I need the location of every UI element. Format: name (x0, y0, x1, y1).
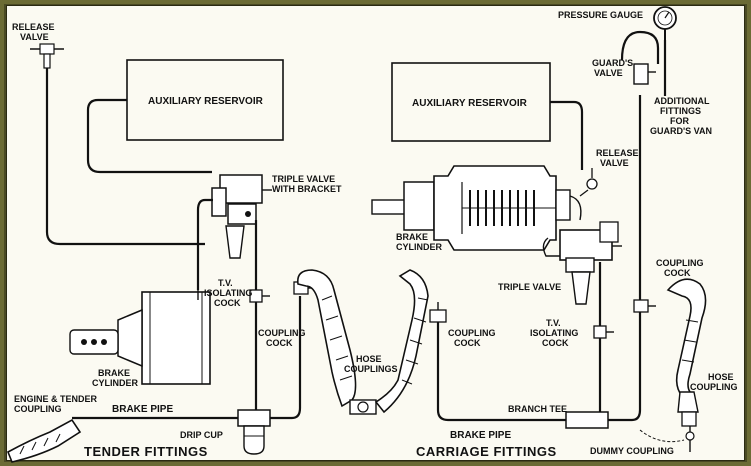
label-hose-coupling-right: HOSE COUPLING (690, 372, 738, 392)
tv-isolating-cock-right (593, 325, 614, 339)
label-aux-reservoir-right: AUXILIARY RESERVOIR (412, 98, 528, 109)
hose-left-ribs (321, 295, 353, 381)
svg-text:RELEASE: RELEASE (596, 148, 639, 158)
engine-hose-ribs (19, 433, 61, 455)
svg-text:RELEASE: RELEASE (12, 22, 55, 32)
svg-text:T.V.: T.V. (218, 278, 233, 288)
triple-valve-left-pipe (196, 198, 213, 290)
svg-text:VALVE: VALVE (600, 158, 629, 168)
svg-text:BRAKE: BRAKE (396, 232, 428, 242)
label-engine-tender-coupling: ENGINE & TENDER COUPLING (14, 394, 98, 414)
svg-text:ENGINE & TENDER: ENGINE & TENDER (14, 394, 98, 404)
reservoir-left-pipe (86, 98, 212, 174)
svg-text:COUPLINGS: COUPLINGS (344, 364, 398, 374)
label-brake-pipe-right: BRAKE PIPE (450, 430, 511, 441)
svg-text:FITTINGS: FITTINGS (660, 106, 701, 116)
pressure-gauge (653, 6, 677, 40)
label-coupling-cock-mid: COUPLING COCK (448, 328, 496, 348)
brake-cylinder-right (371, 165, 582, 251)
branch-tee (565, 406, 609, 429)
svg-text:COCK: COCK (664, 268, 691, 278)
label-triple-valve-bracket: TRIPLE VALVE WITH BRACKET (272, 174, 342, 194)
svg-text:WITH BRACKET: WITH BRACKET (272, 184, 342, 194)
label-brake-cylinder-left: BRAKE CYLINDER (92, 368, 139, 388)
label-tv-isolating-right: T.V. ISOLATING COCK (530, 318, 578, 348)
label-triple-valve-right: TRIPLE VALVE (498, 282, 561, 292)
brake-cylinder-left (69, 291, 211, 385)
svg-text:COCK: COCK (542, 338, 569, 348)
label-coupling-cock-left: COUPLING COCK (258, 328, 306, 348)
svg-text:HOSE: HOSE (708, 372, 734, 382)
svg-text:ISOLATING: ISOLATING (530, 328, 578, 338)
label-drip-cup: DRIP CUP (180, 430, 223, 440)
svg-text:COUPLING: COUPLING (690, 382, 738, 392)
hose-mid-ribs (401, 297, 429, 385)
label-carriage-fittings: CARRIAGE FITTINGS (416, 444, 557, 459)
release-valve-left (30, 43, 64, 69)
diagram-paper (6, 5, 745, 461)
reservoir-right-pipe (550, 100, 584, 170)
svg-text:ISOLATING: ISOLATING (204, 288, 252, 298)
label-dummy-coupling: DUMMY COUPLING (590, 446, 674, 456)
dummy-coupling (639, 391, 699, 452)
svg-text:COUPLING: COUPLING (14, 404, 62, 414)
drip-cup (237, 409, 271, 455)
label-brake-pipe-left: BRAKE PIPE (112, 404, 173, 415)
svg-text:CYLINDER: CYLINDER (396, 242, 443, 252)
svg-text:FOR: FOR (670, 116, 689, 126)
label-release-valve-left: RELEASE VALVE (12, 22, 55, 42)
hose-coupling-left (296, 269, 357, 408)
label-coupling-cock-right: COUPLING COCK (656, 258, 704, 278)
brake-pipe-carriage-2 (608, 320, 642, 422)
svg-text:BRAKE: BRAKE (98, 368, 130, 378)
label-release-valve-right: RELEASE VALVE (596, 148, 639, 168)
hose-coupling-right (666, 278, 707, 398)
svg-text:COCK: COCK (214, 298, 241, 308)
svg-text:VALVE: VALVE (594, 68, 623, 78)
triple-valve-left (211, 174, 272, 259)
coupling-cock-mid (429, 302, 447, 323)
label-tender-fittings: TENDER FITTINGS (84, 444, 208, 459)
label-aux-reservoir-left: AUXILIARY RESERVOIR (148, 96, 264, 107)
brake-pipe-tender-2 (270, 296, 302, 420)
label-pressure-gauge: PRESSURE GAUGE (558, 10, 643, 20)
svg-text:CYLINDER: CYLINDER (92, 378, 139, 388)
svg-text:GUARD'S: GUARD'S (592, 58, 633, 68)
release-valve-right (579, 168, 598, 197)
label-guards-valve: GUARD'S VALVE (592, 58, 633, 78)
svg-text:COUPLING: COUPLING (258, 328, 306, 338)
triple-valve-right (542, 221, 622, 305)
svg-text:TRIPLE VALVE: TRIPLE VALVE (272, 174, 335, 184)
hose-couplings-joint (349, 399, 377, 415)
tv-isolating-cock-left (249, 289, 270, 303)
brake-pipe-carriage (436, 322, 566, 422)
svg-text:HOSE: HOSE (356, 354, 382, 364)
label-brake-cylinder-right: BRAKE CYLINDER (396, 232, 443, 252)
label-tv-isolating-left: T.V. ISOLATING COCK (204, 278, 252, 308)
svg-text:VALVE: VALVE (20, 32, 49, 42)
label-hose-couplings: HOSE COUPLINGS (344, 354, 398, 374)
svg-text:T.V.: T.V. (546, 318, 561, 328)
svg-text:ADDITIONAL: ADDITIONAL (654, 96, 710, 106)
svg-text:COUPLING: COUPLING (448, 328, 496, 338)
hose-right-ribs (681, 319, 699, 363)
svg-text:COCK: COCK (454, 338, 481, 348)
label-branch-tee: BRANCH TEE (508, 404, 567, 414)
guards-valve (620, 30, 660, 85)
release-pipe-left (45, 68, 205, 246)
svg-text:COCK: COCK (266, 338, 293, 348)
svg-text:GUARD'S VAN: GUARD'S VAN (650, 126, 712, 136)
engine-tender-coupling-hose (6, 418, 82, 463)
coupling-cock-right (633, 299, 656, 313)
label-additional-fittings: ADDITIONAL FITTINGS FOR GUARD'S VAN (650, 96, 712, 136)
svg-text:COUPLING: COUPLING (656, 258, 704, 268)
hose-coupling-mid (374, 269, 429, 414)
